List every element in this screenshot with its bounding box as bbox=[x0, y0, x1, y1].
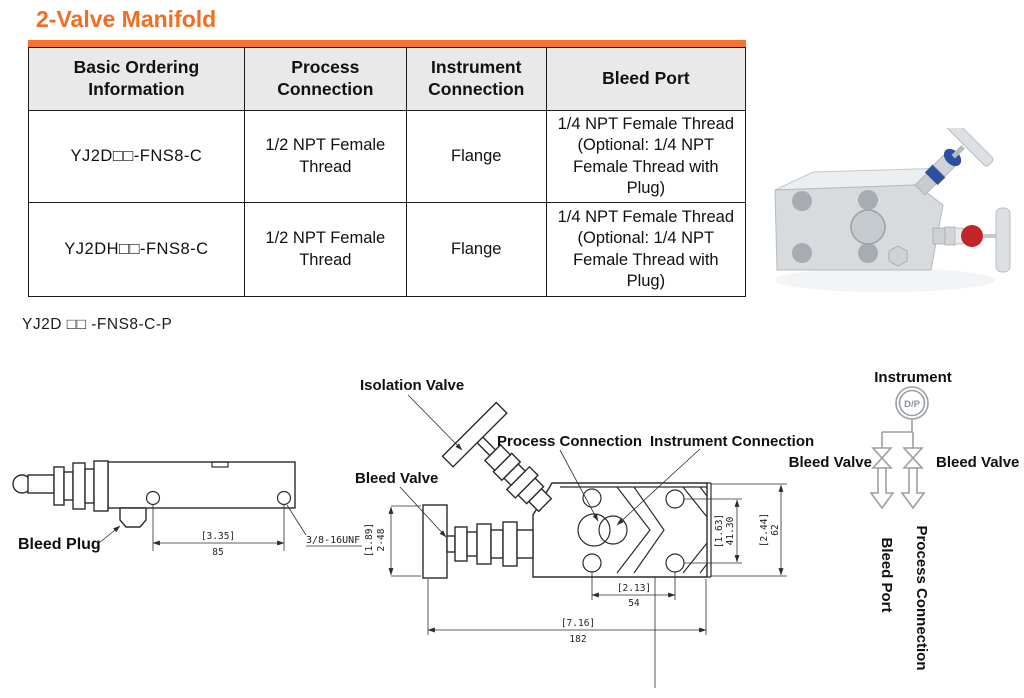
dim-62: 62 bbox=[770, 524, 781, 535]
cell-ordering-code: YJ2DH□□-FNS8-C bbox=[28, 202, 245, 297]
bleed-valve-label: Bleed Valve bbox=[355, 470, 438, 487]
bleed-valve-left-label: Bleed Valve bbox=[789, 454, 872, 471]
col-header-basic-ordering: Basic Ordering Information bbox=[28, 47, 245, 111]
flange-bolt-hole bbox=[582, 488, 602, 508]
dp-label: D/P bbox=[904, 399, 921, 410]
manifold-block bbox=[774, 167, 951, 271]
isolation-valve-handle bbox=[441, 401, 508, 468]
bleed-plug-shape bbox=[119, 507, 147, 528]
cell-bleed-port: 1/4 NPT Female Thread (Optional: 1/4 NPT… bbox=[545, 202, 747, 297]
dim-48: 2-48 bbox=[376, 528, 387, 551]
table-row: YJ2D□□-FNS8-C 1/2 NPT Female Thread Flan… bbox=[28, 110, 747, 203]
table-row: YJ2DH□□-FNS8-C 1/2 NPT Female Thread Fla… bbox=[28, 202, 747, 297]
model-code: YJ2D □□ -FNS8-C-P bbox=[22, 316, 173, 333]
mount-hole bbox=[276, 490, 292, 506]
col-header-instrument-connection: Instrument Connection bbox=[405, 47, 547, 111]
ordering-table: Basic Ordering Information Process Conne… bbox=[28, 47, 747, 297]
t-handle bbox=[943, 128, 994, 167]
isolation-valve-front bbox=[441, 401, 553, 513]
manifold-body-front bbox=[532, 482, 708, 578]
flow-arrow-down bbox=[869, 467, 895, 510]
cell-instrument-connection: Flange bbox=[405, 202, 547, 297]
product-photo bbox=[774, 128, 1011, 292]
valve-stem-side bbox=[12, 460, 109, 512]
isolation-valve-label: Isolation Valve bbox=[360, 377, 464, 394]
bleed-valve-symbol-right bbox=[902, 447, 924, 469]
bleed-valve-symbol-left bbox=[871, 447, 893, 469]
bleed-port-label: Bleed Port bbox=[878, 537, 895, 612]
hex-plug bbox=[888, 245, 908, 267]
manifold-body-side bbox=[107, 461, 296, 509]
photo-shadow bbox=[775, 268, 995, 292]
bleed-valve-front bbox=[422, 504, 534, 579]
cell-process-connection: 1/2 NPT Female Thread bbox=[243, 110, 407, 203]
front-view-drawing: Isolation Valve Bleed Valve Process Conn… bbox=[355, 377, 814, 688]
bolt-hole bbox=[858, 190, 878, 210]
bar-handle bbox=[995, 207, 1011, 273]
dim-189: [1.89] bbox=[364, 523, 375, 557]
bleed-plug-label: Bleed Plug bbox=[18, 536, 101, 553]
dim-85: 85 bbox=[212, 547, 223, 558]
isolation-valve-photo bbox=[914, 128, 994, 196]
instrument-port bbox=[598, 515, 628, 545]
accent-bar bbox=[28, 40, 746, 47]
bleed-valve-right-label: Bleed Valve bbox=[936, 454, 1019, 471]
process-connection-label: Process Connection bbox=[497, 433, 642, 450]
side-view-drawing: Bleed Plug [3.35] 85 3/8-16UNF bbox=[12, 460, 362, 558]
dim-182: 182 bbox=[569, 634, 586, 645]
technical-drawings: Bleed Plug [3.35] 85 3/8-16UNF bbox=[12, 369, 1020, 688]
instrument-label: Instrument bbox=[874, 369, 952, 386]
flow-arrow-down bbox=[900, 467, 926, 510]
mount-hole bbox=[145, 490, 161, 506]
bolt-hole bbox=[792, 243, 812, 263]
dim-213: [2.13] bbox=[617, 583, 651, 594]
cell-instrument-connection: Flange bbox=[405, 110, 547, 203]
blue-band bbox=[924, 164, 946, 186]
dim-335: [3.35] bbox=[201, 531, 235, 542]
thread-spec-label: 3/8-16UNF bbox=[306, 535, 360, 546]
col-header-bleed-port: Bleed Port bbox=[545, 47, 747, 111]
dim-244: [2.44] bbox=[759, 513, 770, 547]
dim-54: 54 bbox=[628, 598, 640, 609]
dim-716: [7.16] bbox=[561, 618, 595, 629]
instrument-connection-label: Instrument Connection bbox=[650, 433, 814, 450]
dim-163: [1.63] bbox=[714, 514, 725, 548]
col-header-process-connection: Process Connection bbox=[243, 47, 407, 111]
cell-bleed-port: 1/4 NPT Female Thread (Optional: 1/4 NPT… bbox=[545, 110, 747, 203]
page-title: 2-Valve Manifold bbox=[36, 6, 217, 32]
center-bore bbox=[850, 209, 886, 245]
bolt-hole bbox=[858, 243, 878, 263]
hookup-schematic: Instrument D/P Bleed Valve Bleed Valve B… bbox=[789, 369, 1020, 671]
table-header-row: Basic Ordering Information Process Conne… bbox=[28, 47, 747, 111]
red-knob bbox=[961, 225, 983, 247]
bleed-valve-photo bbox=[932, 207, 1011, 273]
cell-ordering-code: YJ2D□□-FNS8-C bbox=[28, 110, 245, 203]
process-connection-label: Process Connection bbox=[913, 525, 930, 670]
cell-process-connection: 1/2 NPT Female Thread bbox=[243, 202, 407, 297]
dim-4130: 41.30 bbox=[725, 516, 736, 545]
bolt-hole bbox=[792, 191, 812, 211]
